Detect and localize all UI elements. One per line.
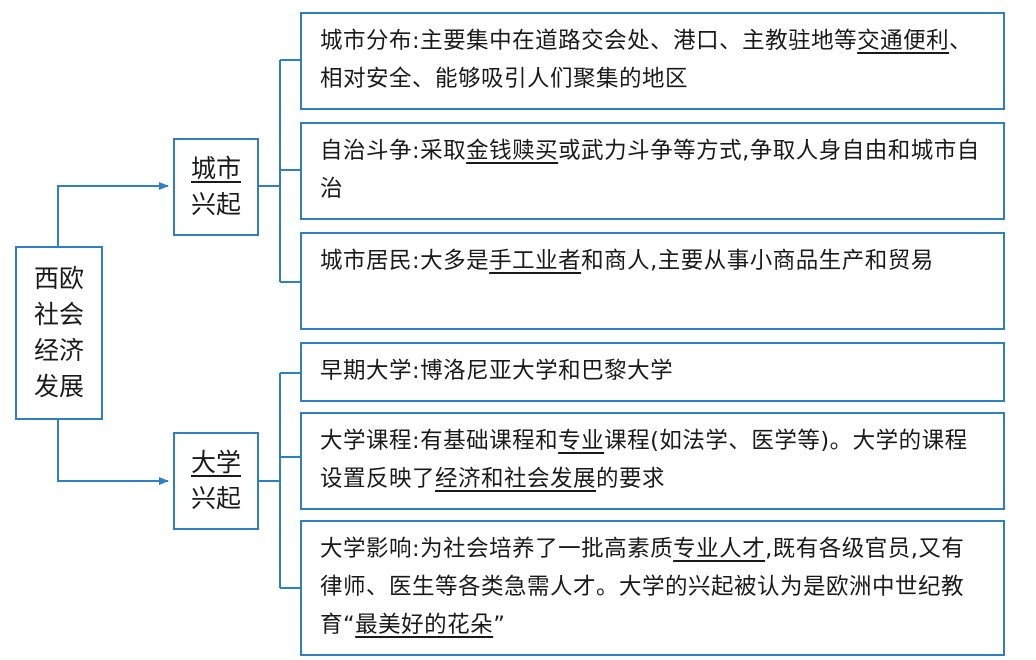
city-rise-line-1: 城市 <box>190 154 241 183</box>
leaf-label: 自治斗争: <box>320 138 421 164</box>
leaf-key-term: 金钱赎买 <box>466 138 559 164</box>
university-bracket <box>259 372 300 589</box>
university-rise-node: 大学 兴起 <box>173 432 259 530</box>
city-residents-box: 城市居民:大多是手工业者和商人,主要从事小商品生产和贸易 <box>300 232 1005 330</box>
early-universities-box: 早期大学:博洛尼亚大学和巴黎大学 <box>300 342 1005 402</box>
leaf-text: 博洛尼亚大学和巴黎大学 <box>420 358 674 384</box>
leaf-key-term: 交通便利 <box>857 28 950 54</box>
root-line-2: 社会 <box>33 300 84 329</box>
leaf-text: 、相对安全、能够吸引人们聚集的地区 <box>320 28 973 92</box>
leaf-label: 大学课程: <box>320 428 421 454</box>
leaf-key-term: 经济和社会发展 <box>435 466 597 492</box>
leaf-text: 为社会培养了一批高素质 <box>420 536 674 562</box>
leaf-key-term: 手工业者 <box>489 248 582 274</box>
university-rise-line-2: 兴起 <box>190 484 241 513</box>
leaf-text: ,既有各级官员,又有律师、医生等各类急需人才。大学的兴起被认为是欧洲中世纪教育“ <box>320 536 965 638</box>
root-line-4: 发展 <box>33 372 84 401</box>
leaf-label: 大学影响: <box>320 536 421 562</box>
leaf-text: 课程(如法学、医学等)。大学的课程设置反映了 <box>320 428 968 492</box>
leaf-text: 有基础课程和 <box>420 428 559 454</box>
city-bracket <box>259 59 300 283</box>
university-influence-box: 大学影响:为社会培养了一批高素质专业人才,既有各级官员,又有律师、医生等各类急需… <box>300 520 1005 656</box>
university-rise-line-1: 大学 <box>190 448 241 477</box>
city-rise-line-2: 兴起 <box>190 190 241 219</box>
leaf-label: 早期大学: <box>320 358 421 384</box>
leaf-key-term: 专业人才 <box>673 536 766 562</box>
university-courses-box: 大学课程:有基础课程和专业课程(如法学、医学等)。大学的课程设置反映了经济和社会… <box>300 412 1005 510</box>
root-line-3: 经济 <box>33 336 84 365</box>
leaf-label: 城市分布: <box>320 28 421 54</box>
leaf-text: 大多是 <box>420 248 490 274</box>
leaf-text: ” <box>493 612 506 638</box>
root-to-university-arrow <box>57 420 169 485</box>
city-distribution-box: 城市分布:主要集中在道路交会处、港口、主教驻地等交通便利、相对安全、能够吸引人们… <box>300 12 1005 110</box>
leaf-text: 和商人,主要从事小商品生产和贸易 <box>581 248 934 274</box>
leaf-key-term: 专业 <box>558 428 605 454</box>
leaf-text: 主要集中在道路交会处、港口、主教驻地等 <box>420 28 858 54</box>
root-to-city-arrow <box>57 182 169 246</box>
leaf-text: 或武力斗争等方式,争取人身自由和城市自治 <box>320 138 980 202</box>
leaf-text: 的要求 <box>596 466 666 492</box>
city-rise-node: 城市 兴起 <box>173 138 259 236</box>
leaf-label: 城市居民: <box>320 248 421 274</box>
root-node: 西欧 社会 经济 发展 <box>15 246 103 420</box>
self-governance-struggle-box: 自治斗争:采取金钱赎买或武力斗争等方式,争取人身自由和城市自治 <box>300 122 1005 220</box>
leaf-text: 采取 <box>420 138 467 164</box>
leaf-key-term: 最美好的花朵 <box>355 612 494 638</box>
root-line-1: 西欧 <box>33 264 84 293</box>
